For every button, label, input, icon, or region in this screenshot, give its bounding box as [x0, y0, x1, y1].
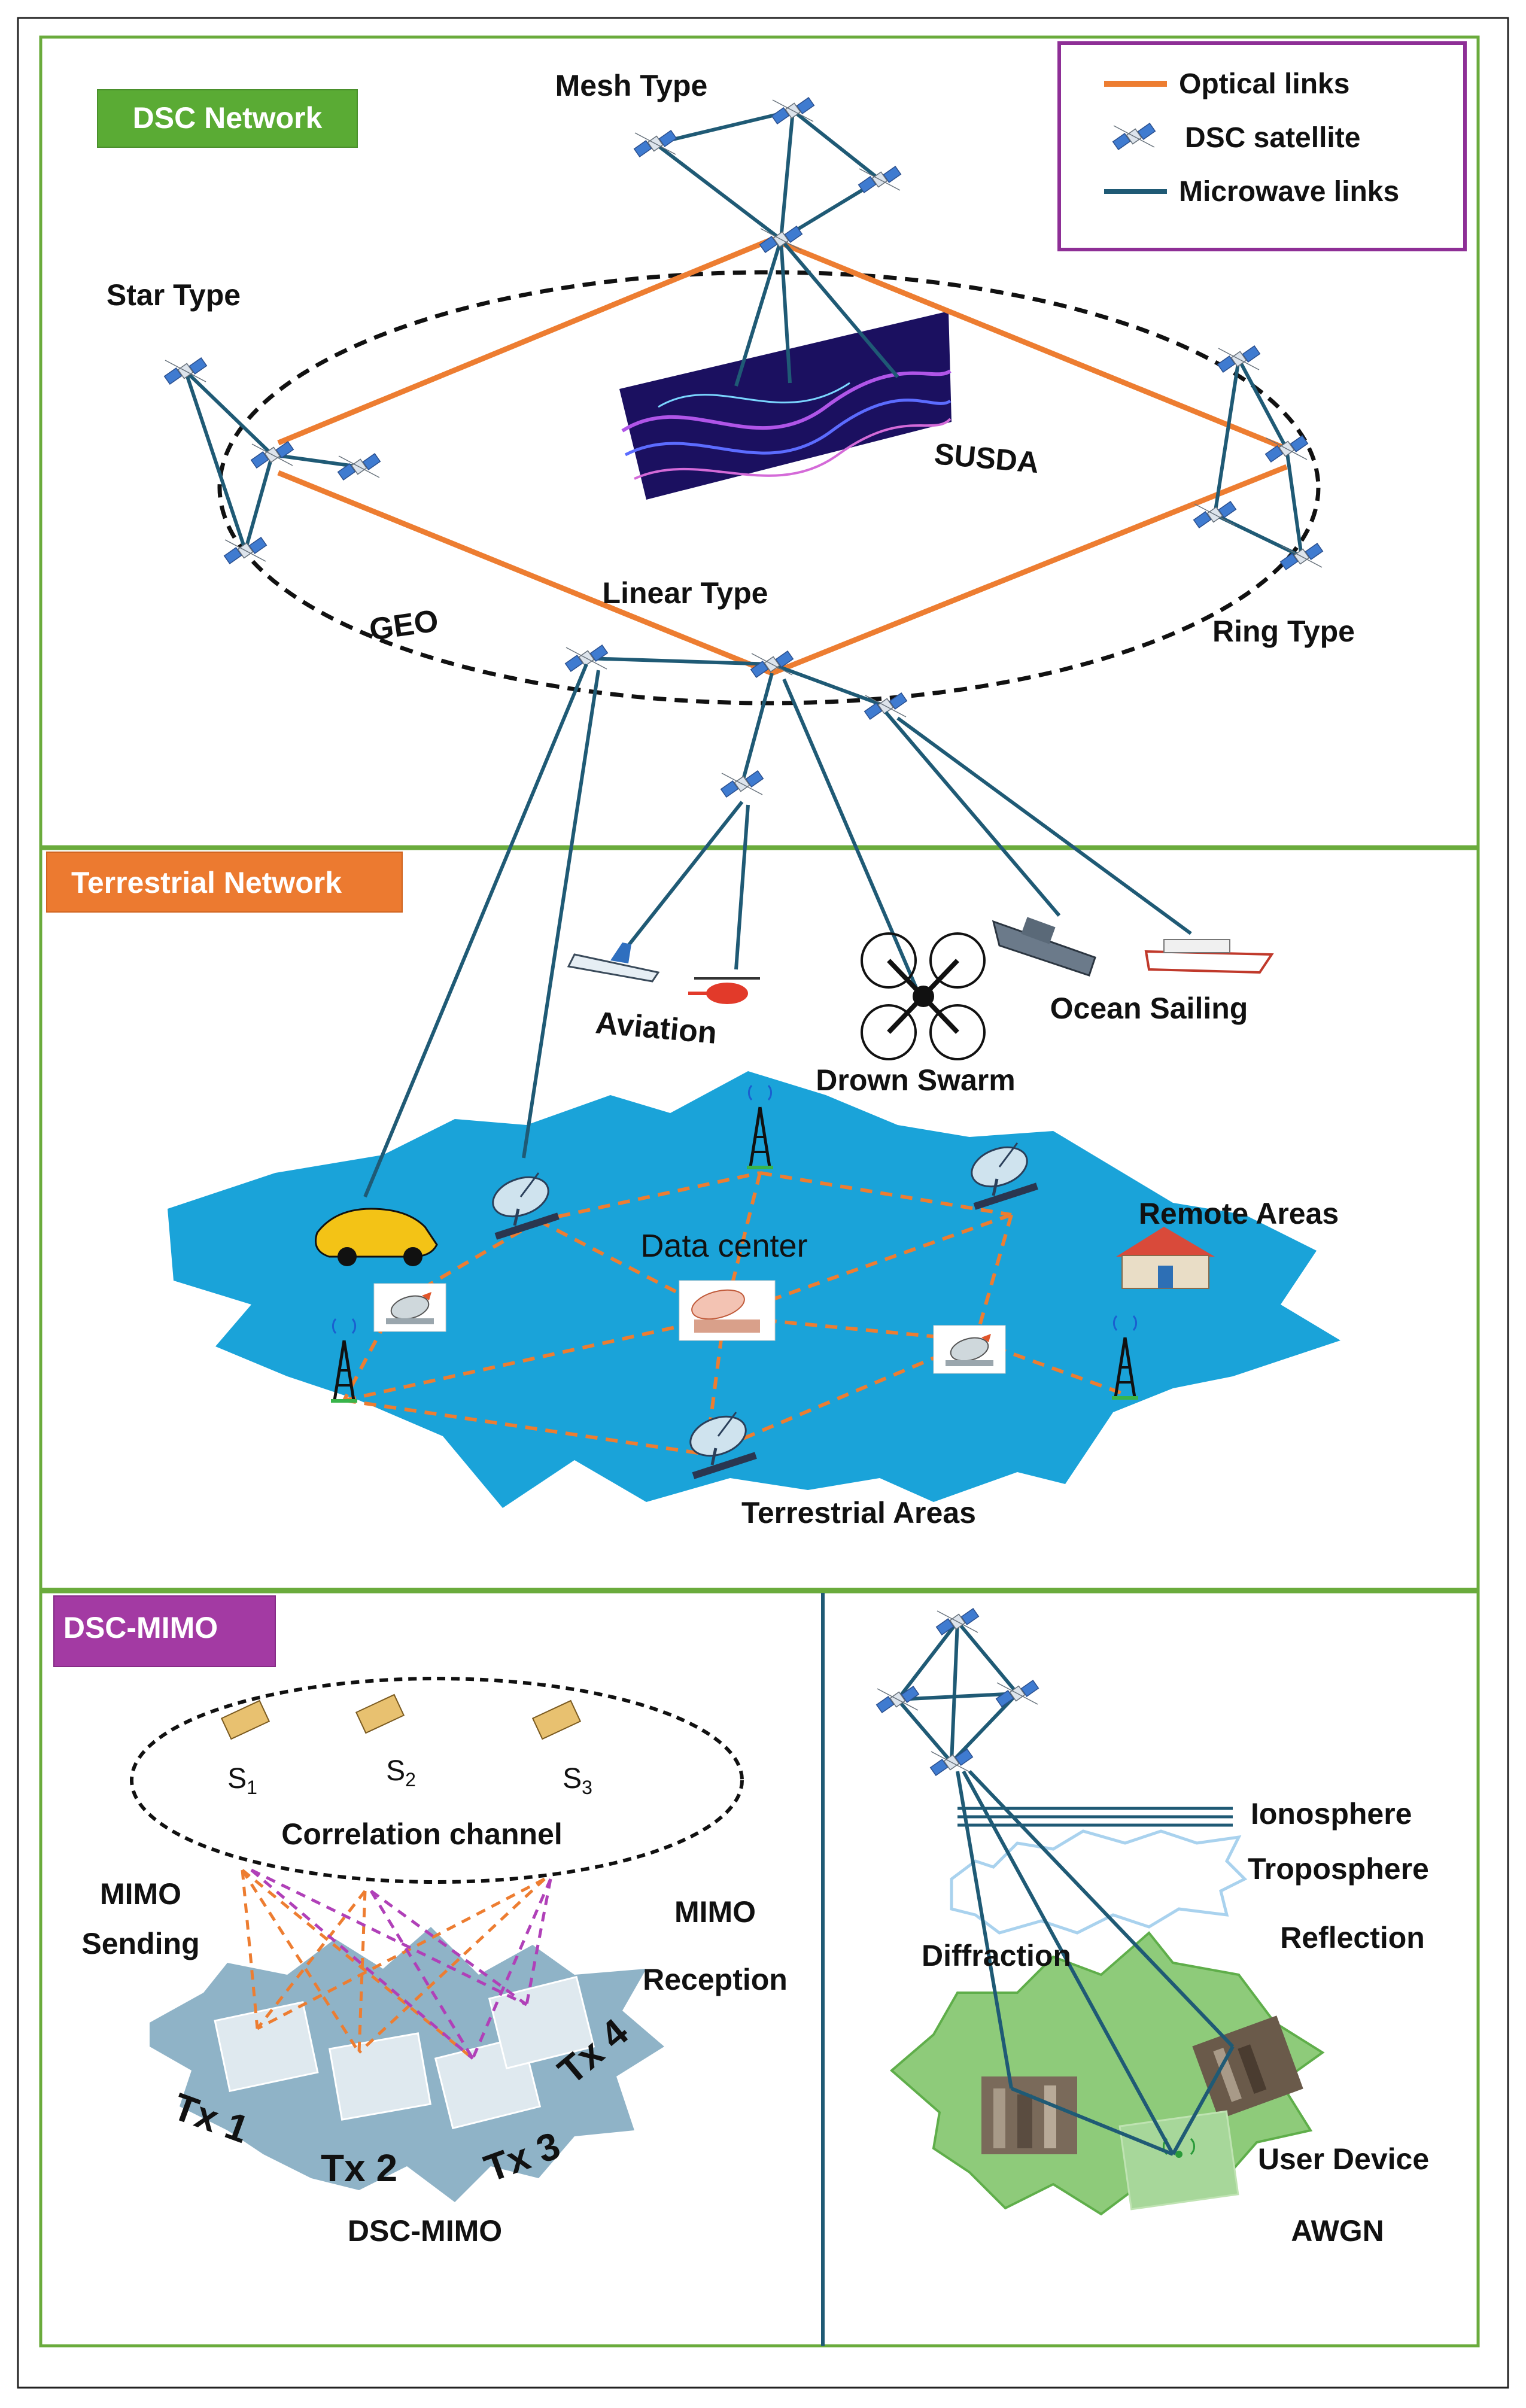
- reflection-label: Reflection: [1280, 1921, 1425, 1954]
- ground-station-2: [933, 1325, 1006, 1374]
- star-satellite-4: [223, 537, 267, 564]
- terrestrial-network-tag-label: Terrestrial Network: [71, 866, 342, 899]
- user-device-label: User Device: [1258, 2142, 1429, 2176]
- city-image-right: [1192, 2015, 1303, 2120]
- geo-orbit: [217, 270, 1321, 706]
- geo-label: GEO: [367, 603, 441, 647]
- source-s3-label: S3: [563, 1763, 592, 1798]
- mimo-violet-links: [250, 1868, 552, 2060]
- terrestrial-network-tag: [46, 852, 403, 913]
- car-icon: [315, 1208, 438, 1266]
- mimo-sending-label-1: MIMO: [100, 1877, 181, 1911]
- diffraction-label: Diffraction: [922, 1939, 1071, 1972]
- correlation-channel-label: Correlation channel: [281, 1817, 563, 1851]
- propagation-rays: [956, 1769, 1235, 2156]
- star-type-label: Star Type: [107, 278, 241, 312]
- data-center-label: Data center: [640, 1228, 807, 1264]
- mesh-type-label: Mesh Type: [555, 69, 708, 102]
- source-icons: [220, 1693, 582, 1740]
- drone-icon: [861, 932, 986, 1060]
- linear-satellite-4: [720, 770, 764, 798]
- ground-station-1: [373, 1283, 446, 1332]
- cruise-ship-icon: [1144, 939, 1274, 974]
- helicopter-icon: [688, 977, 760, 1004]
- outer-frame: [17, 17, 1509, 2389]
- optical-links: [277, 236, 1288, 676]
- dsc-network-tag: [97, 89, 358, 148]
- troposphere-label: Troposphere: [1248, 1852, 1429, 1886]
- awgn-label: AWGN: [1291, 2214, 1384, 2248]
- warship-icon: [992, 917, 1096, 977]
- dsc-mimo-tag-label: DSC-MIMO: [63, 1611, 218, 1644]
- mimo-reception-label-2: Reception: [643, 1963, 788, 1996]
- mesh-satellite-3: [858, 166, 902, 193]
- terrestrial-network-panel: Terrestrial Network: [39, 663, 1480, 1591]
- star-satellite-2: [250, 441, 294, 469]
- ring-type-label: Ring Type: [1212, 615, 1355, 648]
- legend: Optical links DSC satellite Microwave li…: [1057, 41, 1467, 251]
- user-device-panel: [1118, 2110, 1239, 2211]
- source-s1-label: S1: [227, 1763, 257, 1798]
- dsc-network-panel: DSC Network Optical links DSC satellite …: [39, 35, 1480, 849]
- dsc-network-tag-label: DSC Network: [133, 101, 323, 135]
- propagation-sat-links: [896, 1620, 1019, 1764]
- tx2-label: Tx 2: [321, 2146, 397, 2190]
- terrestrial-areas-label: Terrestrial Areas: [741, 1496, 976, 1530]
- correlation-channel-ellipse: [130, 1677, 744, 1884]
- dsc-mimo-caption: DSC-MIMO: [348, 2214, 502, 2248]
- legend-satellite-label: DSC satellite: [1185, 122, 1360, 154]
- ionosphere-lines: [957, 1807, 1233, 1827]
- susda-label: SUSDA: [933, 437, 1040, 479]
- star-satellite-1: [163, 357, 208, 385]
- remote-areas-label: Remote Areas: [1139, 1197, 1339, 1230]
- mimo-orange-links: [241, 1869, 546, 2060]
- susda-image: [619, 311, 952, 500]
- airplane-icon: [567, 942, 660, 983]
- ionosphere-label: Ionosphere: [1251, 1797, 1412, 1831]
- city-image-left: [981, 2076, 1077, 2154]
- data-center-icon: [679, 1280, 776, 1341]
- legend-microwave-label: Microwave links: [1179, 176, 1399, 208]
- dsc-mimo-panel: DSC-MIMO S1 S2 S3 Correlation channel: [39, 1590, 1480, 2348]
- star-satellite-3: [337, 453, 381, 481]
- linear-satellite-3: [864, 692, 908, 720]
- remote-house-icon: [1116, 1227, 1215, 1289]
- microwave-links-ground: [363, 663, 1192, 1198]
- drone-swarm-label: Drown Swarm: [816, 1063, 1015, 1097]
- dsc-mimo-tag: [53, 1595, 276, 1667]
- legend-optical-label: Optical links: [1179, 68, 1349, 100]
- source-s2-label: S2: [386, 1755, 416, 1790]
- microwave-links-top: [184, 109, 1303, 785]
- linear-type-label: Linear Type: [603, 576, 768, 610]
- mimo-reception-label-1: MIMO: [674, 1895, 756, 1929]
- ocean-sailing-label: Ocean Sailing: [1050, 992, 1248, 1025]
- troposphere-cloud: [950, 1829, 1248, 1935]
- aviation-label: Aviation: [594, 1005, 718, 1050]
- mimo-sending-label-2: Sending: [81, 1927, 199, 1960]
